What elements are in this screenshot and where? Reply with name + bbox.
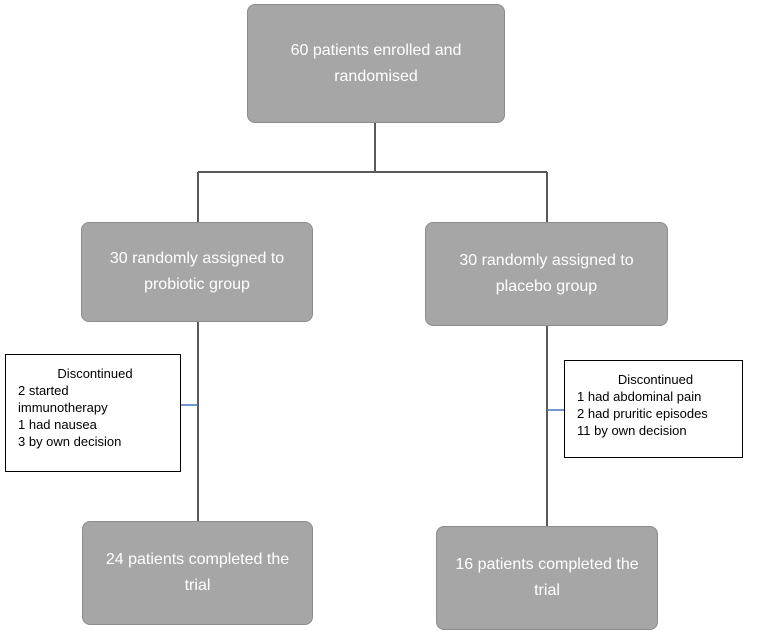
probiotic-discontinued-reason: 1 had nausea xyxy=(18,417,97,432)
placebo-group-box: 30 randomly assigned to placebo group xyxy=(425,222,668,326)
placebo-completed-line-2: trial xyxy=(534,582,560,599)
probiotic-discontinued-reason: 2 started xyxy=(18,383,69,398)
probiotic-completed-box: 24 patients completed the trial xyxy=(82,521,313,625)
enrolled-line-1: 60 patients enrolled and xyxy=(290,41,462,59)
probiotic-group-line-2: probiotic group xyxy=(144,276,250,293)
enrolled-line-2: randomised xyxy=(334,67,418,85)
probiotic-discontinued-reason: immunotherapy xyxy=(18,400,108,415)
enrolled-box: 60 patients enrolled and randomised xyxy=(247,4,505,123)
placebo-group-line-2: placebo group xyxy=(495,278,598,295)
placebo-discontinued-reason: 11 by own decision xyxy=(577,423,687,438)
probiotic-completed-line-2: trial xyxy=(184,577,211,594)
placebo-discontinued-heading: Discontinued xyxy=(617,372,694,387)
placebo-completed-box: 16 patients completed the trial xyxy=(436,526,658,630)
probiotic-group-line-1: 30 randomly assigned to xyxy=(109,250,285,267)
probiotic-discontinued-heading: Discontinued xyxy=(57,366,133,381)
placebo-discontinued-box: Discontinued 1 had abdominal pain 2 had … xyxy=(564,360,743,458)
placebo-group-line-1: 30 randomly assigned to xyxy=(459,252,634,269)
probiotic-discontinued-box: Discontinued 2 started immunotherapy 1 h… xyxy=(5,354,181,472)
placebo-discontinued-reason: 1 had abdominal pain xyxy=(577,389,702,404)
placebo-completed-line-1: 16 patients completed the xyxy=(455,556,639,573)
probiotic-discontinued-reason: 3 by own decision xyxy=(18,434,122,449)
probiotic-completed-line-1: 24 patients completed the xyxy=(105,551,290,568)
placebo-discontinued-reason: 2 had pruritic episodes xyxy=(577,406,708,421)
probiotic-group-box: 30 randomly assigned to probiotic group xyxy=(81,222,313,322)
